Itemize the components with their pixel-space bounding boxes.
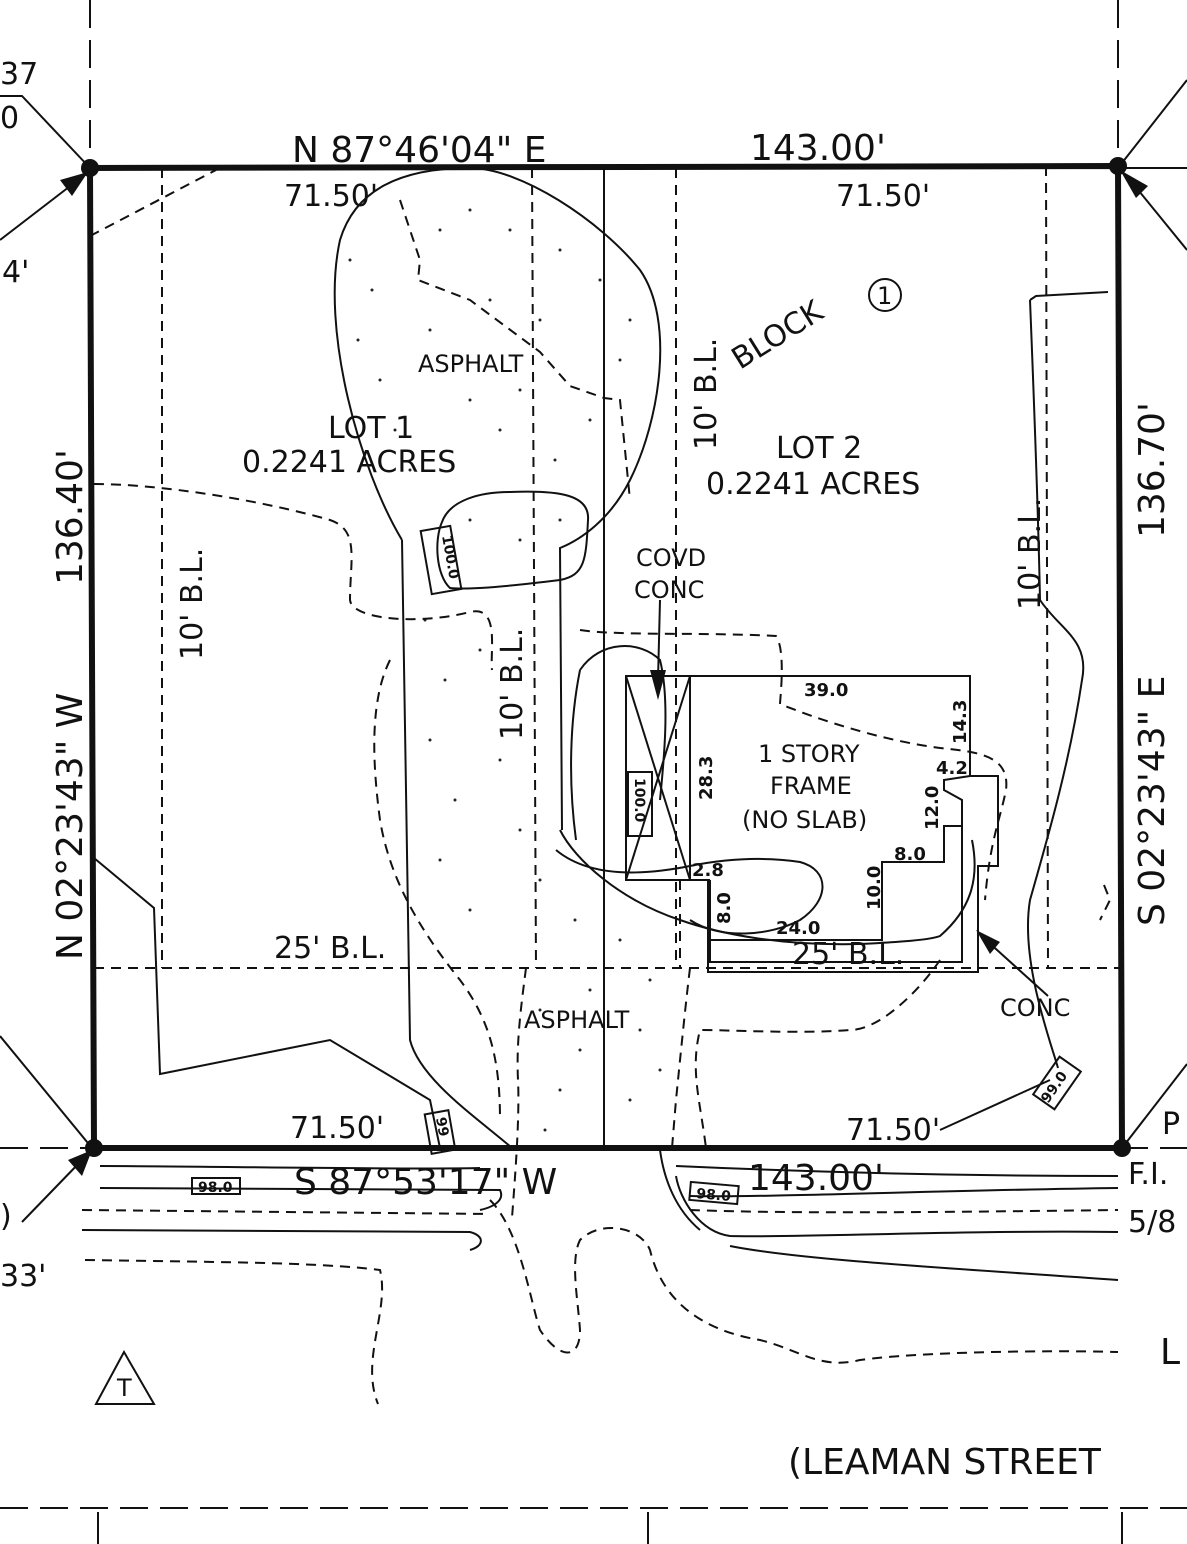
- south-distance-label: 143.00': [748, 1158, 884, 1199]
- lot1-name: LOT 1: [328, 411, 414, 446]
- bl-label-lot2-east: 10' B.L.: [1013, 498, 1048, 610]
- elevation-e2: 100.0: [631, 778, 647, 823]
- asphalt-drive: [333, 166, 691, 1219]
- offsheet-right-4: L: [1160, 1332, 1180, 1373]
- lot2-area: 0.2241 ACRES: [706, 467, 920, 502]
- block-number: 1: [877, 282, 892, 310]
- elevation-e3: 99.0: [1038, 1069, 1071, 1107]
- text-labels: N 87°46'04" E 143.00' 71.50' 71.50' BLOC…: [0, 57, 1180, 1483]
- offsheet-left-mid: 4': [2, 255, 29, 290]
- house-dim-step-low: 10.0: [864, 866, 885, 910]
- offsheet-top-left-2: 0: [0, 101, 19, 136]
- house-dim-step-side: 12.0: [922, 786, 943, 830]
- west-distance-label: 136.40': [50, 449, 91, 585]
- block-label: BLOCK: [726, 293, 831, 377]
- covd-label: COVD: [636, 544, 706, 572]
- south-lot1-segment: 71.50': [290, 1111, 384, 1146]
- elevation-e4: 99: [432, 1116, 451, 1138]
- offsheet-left-low-1: ): [0, 1199, 12, 1234]
- north-bearing-label: N 87°46'04" E: [292, 130, 546, 171]
- house-dim-left-low: 8.0: [714, 892, 735, 924]
- front-bl-label-lot1: 25' B.L.: [274, 931, 386, 966]
- block-number-circle: [868, 278, 902, 312]
- house-dim-step-top: 4.2: [936, 758, 968, 779]
- offsheet-left-low-2: 33': [0, 1259, 46, 1294]
- house-line2: FRAME: [770, 772, 852, 800]
- offsheet-top-left-1: 37: [0, 57, 38, 92]
- east-distance-label: 136.70': [1132, 402, 1173, 538]
- offsheet-right-1: P: [1162, 1107, 1180, 1142]
- elevation-markers: [191, 524, 1083, 1206]
- asphalt-label-bottom: ASPHALT: [524, 1006, 630, 1034]
- offsheet-right-2: F.I.: [1128, 1157, 1168, 1192]
- tree-marker: [94, 1349, 156, 1405]
- bl-label-lot1-east: 10' B.L.: [495, 628, 530, 740]
- covd-conc-label: CONC: [634, 576, 704, 604]
- house-line3: (NO SLAB): [742, 806, 867, 834]
- south-bearing-label: S 87°53'17" W: [294, 1162, 557, 1203]
- house-dim-left-height: 28.3: [696, 756, 717, 800]
- elevation-e1: 100.0: [438, 534, 461, 581]
- concrete-outline: [555, 645, 976, 946]
- front-bl-label-lot2: 25' B.L.: [792, 937, 904, 972]
- north-lot1-segment: 71.50': [284, 179, 378, 214]
- corner-ties: [0, 79, 1187, 1223]
- west-fence: [93, 291, 1109, 1149]
- south-lot2-segment: 71.50': [846, 1113, 940, 1148]
- contour-lines: [84, 483, 1119, 1405]
- house-dim-left-step: 2.8: [692, 860, 724, 881]
- west-bearing-label: N 02°23'43" W: [50, 693, 91, 960]
- asphalt-label-top: ASPHALT: [418, 350, 524, 378]
- tree-marker-label: T: [116, 1374, 132, 1402]
- building-lines: [89, 165, 1120, 1148]
- house-dim-step-mid: 8.0: [894, 844, 926, 865]
- offsheet-right-3: 5/8: [1128, 1205, 1176, 1240]
- lot1-area: 0.2241 ACRES: [242, 445, 456, 480]
- conc-label: CONC: [1000, 994, 1070, 1022]
- asphalt-stipple: [348, 208, 662, 1132]
- house-dim-bottom: 24.0: [776, 918, 820, 939]
- street-name: (LEAMAN STREET: [788, 1442, 1102, 1483]
- north-lot2-segment: 71.50': [836, 179, 930, 214]
- street-curb: [81, 1149, 1119, 1281]
- house-dim-top: 39.0: [804, 680, 848, 701]
- house-dim-right-upper: 14.3: [950, 700, 971, 744]
- east-bearing-label: S 02°23'43" E: [1132, 676, 1173, 926]
- elevation-e6: 98.0: [696, 1186, 732, 1205]
- bl-label-lot2-west: 10' B.L.: [689, 338, 724, 450]
- elevation-e5: 98.0: [198, 1180, 233, 1196]
- bl-label-lot1-west: 10' B.L.: [175, 548, 210, 660]
- lot2-name: LOT 2: [776, 431, 862, 466]
- north-distance-label: 143.00': [750, 128, 886, 169]
- house-line1: 1 STORY: [758, 740, 860, 768]
- property-boundary: [81, 157, 1131, 1157]
- leader-arrows: [650, 599, 1051, 1131]
